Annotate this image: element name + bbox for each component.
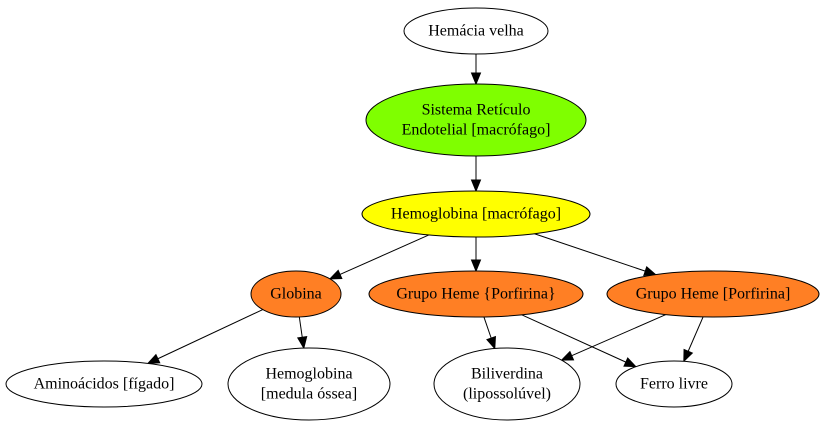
edge-heme1-to-ferro <box>521 314 638 368</box>
arrowhead-icon <box>470 72 482 86</box>
node-label: (lipossolúvel) <box>463 386 551 403</box>
arrowhead-icon <box>296 335 308 350</box>
arrowhead-icon <box>470 179 482 193</box>
edge-line <box>157 309 264 360</box>
edge-globina-to-hemoglobina_medula <box>296 316 308 350</box>
node-ellipse <box>403 7 549 55</box>
arrowhead-icon <box>328 269 343 280</box>
node-ellipse <box>361 190 591 238</box>
node-globina: Globina <box>250 270 342 318</box>
arrowhead-icon <box>486 335 496 350</box>
edge-heme2-to-ferro <box>683 316 704 363</box>
edge-line <box>339 234 430 275</box>
arrowhead-icon <box>623 357 638 368</box>
node-ellipse <box>227 347 391 421</box>
edge-hemoglobina_macrofago-to-globina <box>328 234 430 280</box>
edge-hemoglobina_macrofago-to-heme1 <box>470 237 482 273</box>
node-ellipse <box>250 270 342 318</box>
edge-hemoglobina_macrofago-to-heme2 <box>534 233 657 276</box>
node-ferro: Ferro livre <box>615 360 733 408</box>
edge-line <box>483 316 492 339</box>
arrowhead-icon <box>643 266 657 276</box>
node-heme2: Grupo Heme [Porfirina] <box>606 270 820 318</box>
node-ellipse <box>433 347 581 421</box>
node-hemoglobina-medula: Hemoglobina [medula óssea] <box>227 347 391 421</box>
node-label: Ferro livre <box>640 376 708 393</box>
edge-line <box>521 314 627 363</box>
edge-heme2-to-biliverdina <box>560 314 667 361</box>
node-aminoacidos: Aminoácidos [fígado] <box>5 360 203 408</box>
node-label: Aminoácidos [fígado] <box>34 376 175 393</box>
node-heme1: Grupo Heme {Porfirina} <box>368 270 584 318</box>
edge-line <box>534 233 646 272</box>
node-label: Grupo Heme {Porfirina} <box>396 286 555 303</box>
arrowhead-icon <box>560 350 575 361</box>
edge-line <box>571 314 667 357</box>
edge-hemacia-to-sistema <box>470 54 482 86</box>
node-ellipse <box>368 270 584 318</box>
edge-line <box>298 316 303 338</box>
node-ellipse <box>615 360 733 408</box>
node-biliverdina: Biliverdina (lipossolúvel) <box>433 347 581 421</box>
arrowhead-icon <box>146 353 161 364</box>
node-label: Hemoglobina [macrófago] <box>391 206 561 223</box>
arrowhead-icon <box>683 348 694 363</box>
arrowhead-icon <box>470 259 482 273</box>
node-ellipse <box>365 83 587 157</box>
node-hemacia: Hemácia velha <box>403 7 549 55</box>
edge-line <box>687 316 704 352</box>
edges-layer <box>146 54 704 368</box>
node-ellipse <box>606 270 820 318</box>
edge-globina-to-aminoacidos <box>146 309 264 364</box>
node-label: Hemoglobina <box>265 366 352 383</box>
node-label: Grupo Heme [Porfirina] <box>636 286 791 303</box>
node-label: Sistema Retículo <box>422 102 531 119</box>
node-label: [medula óssea] <box>261 386 357 403</box>
edge-sistema-to-hemoglobina_macrofago <box>470 156 482 193</box>
node-label: Globina <box>270 286 322 303</box>
node-label: Endotelial [macrófago] <box>402 122 551 139</box>
node-hemoglobina-macrofago: Hemoglobina [macrófago] <box>361 190 591 238</box>
node-ellipse <box>5 360 203 408</box>
node-label: Hemácia velha <box>428 23 524 40</box>
node-label: Biliverdina <box>471 366 543 383</box>
edge-heme1-to-biliverdina <box>483 316 496 350</box>
